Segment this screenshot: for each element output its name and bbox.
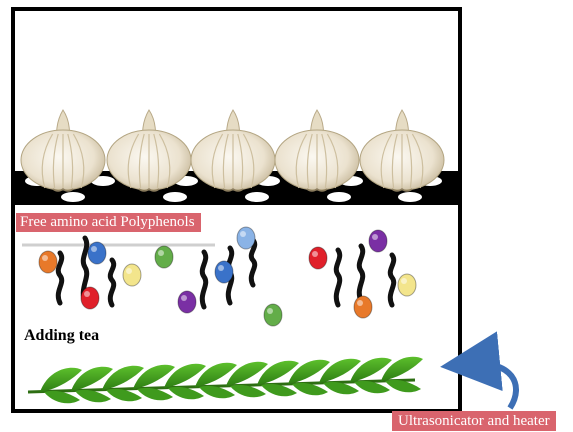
molecule-ball [369,230,387,252]
plate-hole [398,192,422,202]
molecule-ball [215,261,233,283]
molecule-ball [264,304,282,326]
molecule-highlight [267,308,273,314]
molecule-ball [81,287,99,309]
molecule-ball [178,291,196,313]
plate-hole [245,192,269,202]
molecule-highlight [126,268,132,274]
molecule-ball [398,274,416,296]
molecule-highlight [218,265,224,271]
molecule-highlight [84,291,90,297]
plate-hole [61,192,85,202]
container-frame [13,9,460,411]
molecule-highlight [42,255,48,261]
molecule-ball [39,251,57,273]
molecule-ball [237,227,255,249]
molecule-highlight [91,246,97,252]
molecule-ball [155,246,173,268]
plate-hole [327,192,351,202]
curved-arrow-icon [470,364,516,408]
molecule-ball [88,242,106,264]
molecule-highlight [357,300,363,306]
molecule-highlight [312,251,318,257]
molecule-highlight [240,231,246,237]
adding-tea-label: Adding tea [24,327,99,345]
molecule-highlight [158,250,164,256]
molecule-highlight [372,234,378,240]
molecule-ball [123,264,141,286]
free-amino-polyphenols-label: Free amino acid Polyphenols [16,213,201,232]
molecule-highlight [401,278,407,284]
molecule-ball [309,247,327,269]
molecule-ball [354,296,372,318]
plate-hole [163,192,187,202]
ultrasonicator-heater-label: Ultrasonicator and heater [392,411,556,431]
molecule-highlight [181,295,187,301]
